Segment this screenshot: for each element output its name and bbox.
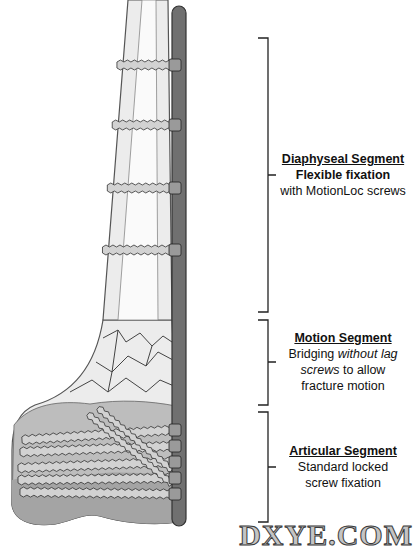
screw (117, 60, 172, 70)
condyle (12, 401, 178, 525)
segment-title: Diaphyseal Segment (269, 151, 417, 167)
medullary-canal (118, 0, 158, 320)
screw-head (169, 119, 181, 131)
segment-title: Articular Segment (284, 443, 402, 459)
screw-head (169, 424, 181, 436)
watermark: DXYE.COM (239, 519, 413, 551)
screw (112, 120, 172, 130)
screw (97, 407, 173, 472)
screws (18, 60, 174, 499)
segment-note: Flexible fixation (269, 167, 417, 183)
femur-bone (12, 0, 178, 525)
segment-text: Motion SegmentBridging without lag screw… (283, 330, 403, 394)
screw (102, 245, 172, 255)
metaphysis (12, 320, 178, 525)
screw-head (169, 488, 181, 500)
screw (87, 413, 174, 487)
screw (107, 183, 172, 193)
segment-note: with MotionLoc screws (269, 183, 417, 199)
segment-note: Bridging (288, 347, 334, 361)
diaphyseal-bracket (258, 38, 276, 312)
screw-head (169, 182, 181, 194)
segment-note: Standard locked screw fixation (284, 459, 402, 491)
brackets (258, 38, 276, 522)
screw-heads (169, 59, 181, 500)
screw-head (169, 440, 181, 452)
screw-head (169, 59, 181, 71)
condyle-shade (12, 472, 178, 525)
screw-head (169, 244, 181, 256)
screw-head (169, 456, 181, 468)
fracture-lines (70, 330, 174, 392)
segment-title: Motion Segment (283, 330, 403, 346)
screw-head (169, 472, 181, 484)
articular-bracket (258, 412, 276, 522)
segment-text: Articular SegmentStandard locked screw f… (284, 443, 402, 491)
screw (20, 487, 172, 499)
segment-text: Diaphyseal SegmentFlexible fixationwith … (269, 151, 417, 199)
motion-bracket (258, 320, 276, 405)
shaft-cortex (103, 0, 172, 320)
screw (18, 473, 172, 485)
